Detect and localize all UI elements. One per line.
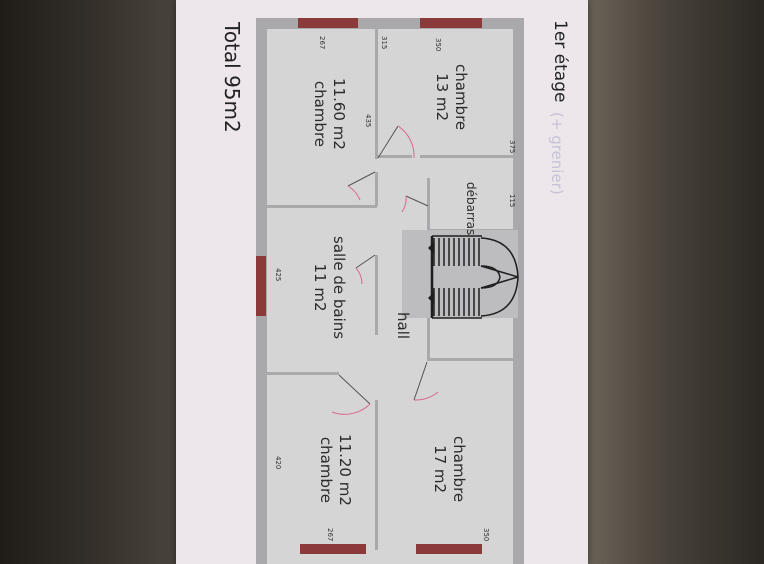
- dim-350-top: 350: [434, 38, 442, 52]
- room-name: débarras: [464, 182, 478, 236]
- room-storage: débarras: [463, 182, 478, 235]
- floor-plan-drawing: [256, 18, 524, 564]
- room-name: chambre: [452, 64, 470, 131]
- room-bathroom: salle de bains 11 m2: [311, 236, 348, 340]
- window-bottom-left: [300, 544, 366, 554]
- photo-background-right: [588, 0, 764, 564]
- staircase: [402, 230, 519, 319]
- floor-subtitle: (+ grenier): [548, 112, 566, 195]
- room-hall: hall: [393, 312, 412, 339]
- dim-267-bottom: 267: [326, 528, 334, 542]
- dim-115: 115: [508, 194, 516, 208]
- room-area: 11.20 m2: [336, 434, 354, 506]
- room-area: 17 m2: [431, 445, 450, 494]
- window-bottom-right: [416, 544, 482, 554]
- window-top-right: [420, 18, 482, 28]
- room-bedroom-11-60: 11.60 m2 chambre: [311, 78, 348, 150]
- dim-350-bottom: 350: [482, 528, 490, 542]
- room-bedroom-17: chambre 17 m2: [431, 436, 468, 503]
- stair-arrow-top: [428, 242, 434, 254]
- dim-425: 425: [274, 268, 282, 282]
- room-name: salle de bains: [330, 236, 348, 340]
- dim-375: 375: [508, 140, 516, 154]
- room-bedroom-13: chambre 13 m2: [433, 64, 470, 131]
- floor-title: 1er étage: [550, 20, 570, 103]
- dim-420: 420: [274, 456, 282, 470]
- room-name: hall: [394, 312, 412, 340]
- room-area: 11 m2: [311, 263, 330, 312]
- room-area: 11.60 m2: [330, 78, 348, 150]
- dim-315: 315: [380, 36, 388, 50]
- room-bedroom-11-20: 11.20 m2 chambre: [317, 434, 354, 506]
- total-area: Total 95m2: [220, 22, 244, 133]
- window-top-left: [298, 18, 358, 28]
- dim-267-top: 267: [318, 36, 326, 50]
- room-name: chambre: [317, 436, 336, 504]
- window-left-bathroom: [256, 256, 266, 316]
- floor-plan-sheet: 1er étage (+ grenier) Total 95m2 chambre…: [176, 0, 588, 564]
- room-name: chambre: [311, 80, 330, 148]
- dim-435: 435: [364, 114, 372, 128]
- room-name: chambre: [450, 436, 468, 503]
- room-area: 13 m2: [433, 73, 452, 122]
- stair-arrow-bottom: [428, 292, 434, 304]
- photo-background-left: [0, 0, 176, 564]
- door-swings: [331, 125, 439, 415]
